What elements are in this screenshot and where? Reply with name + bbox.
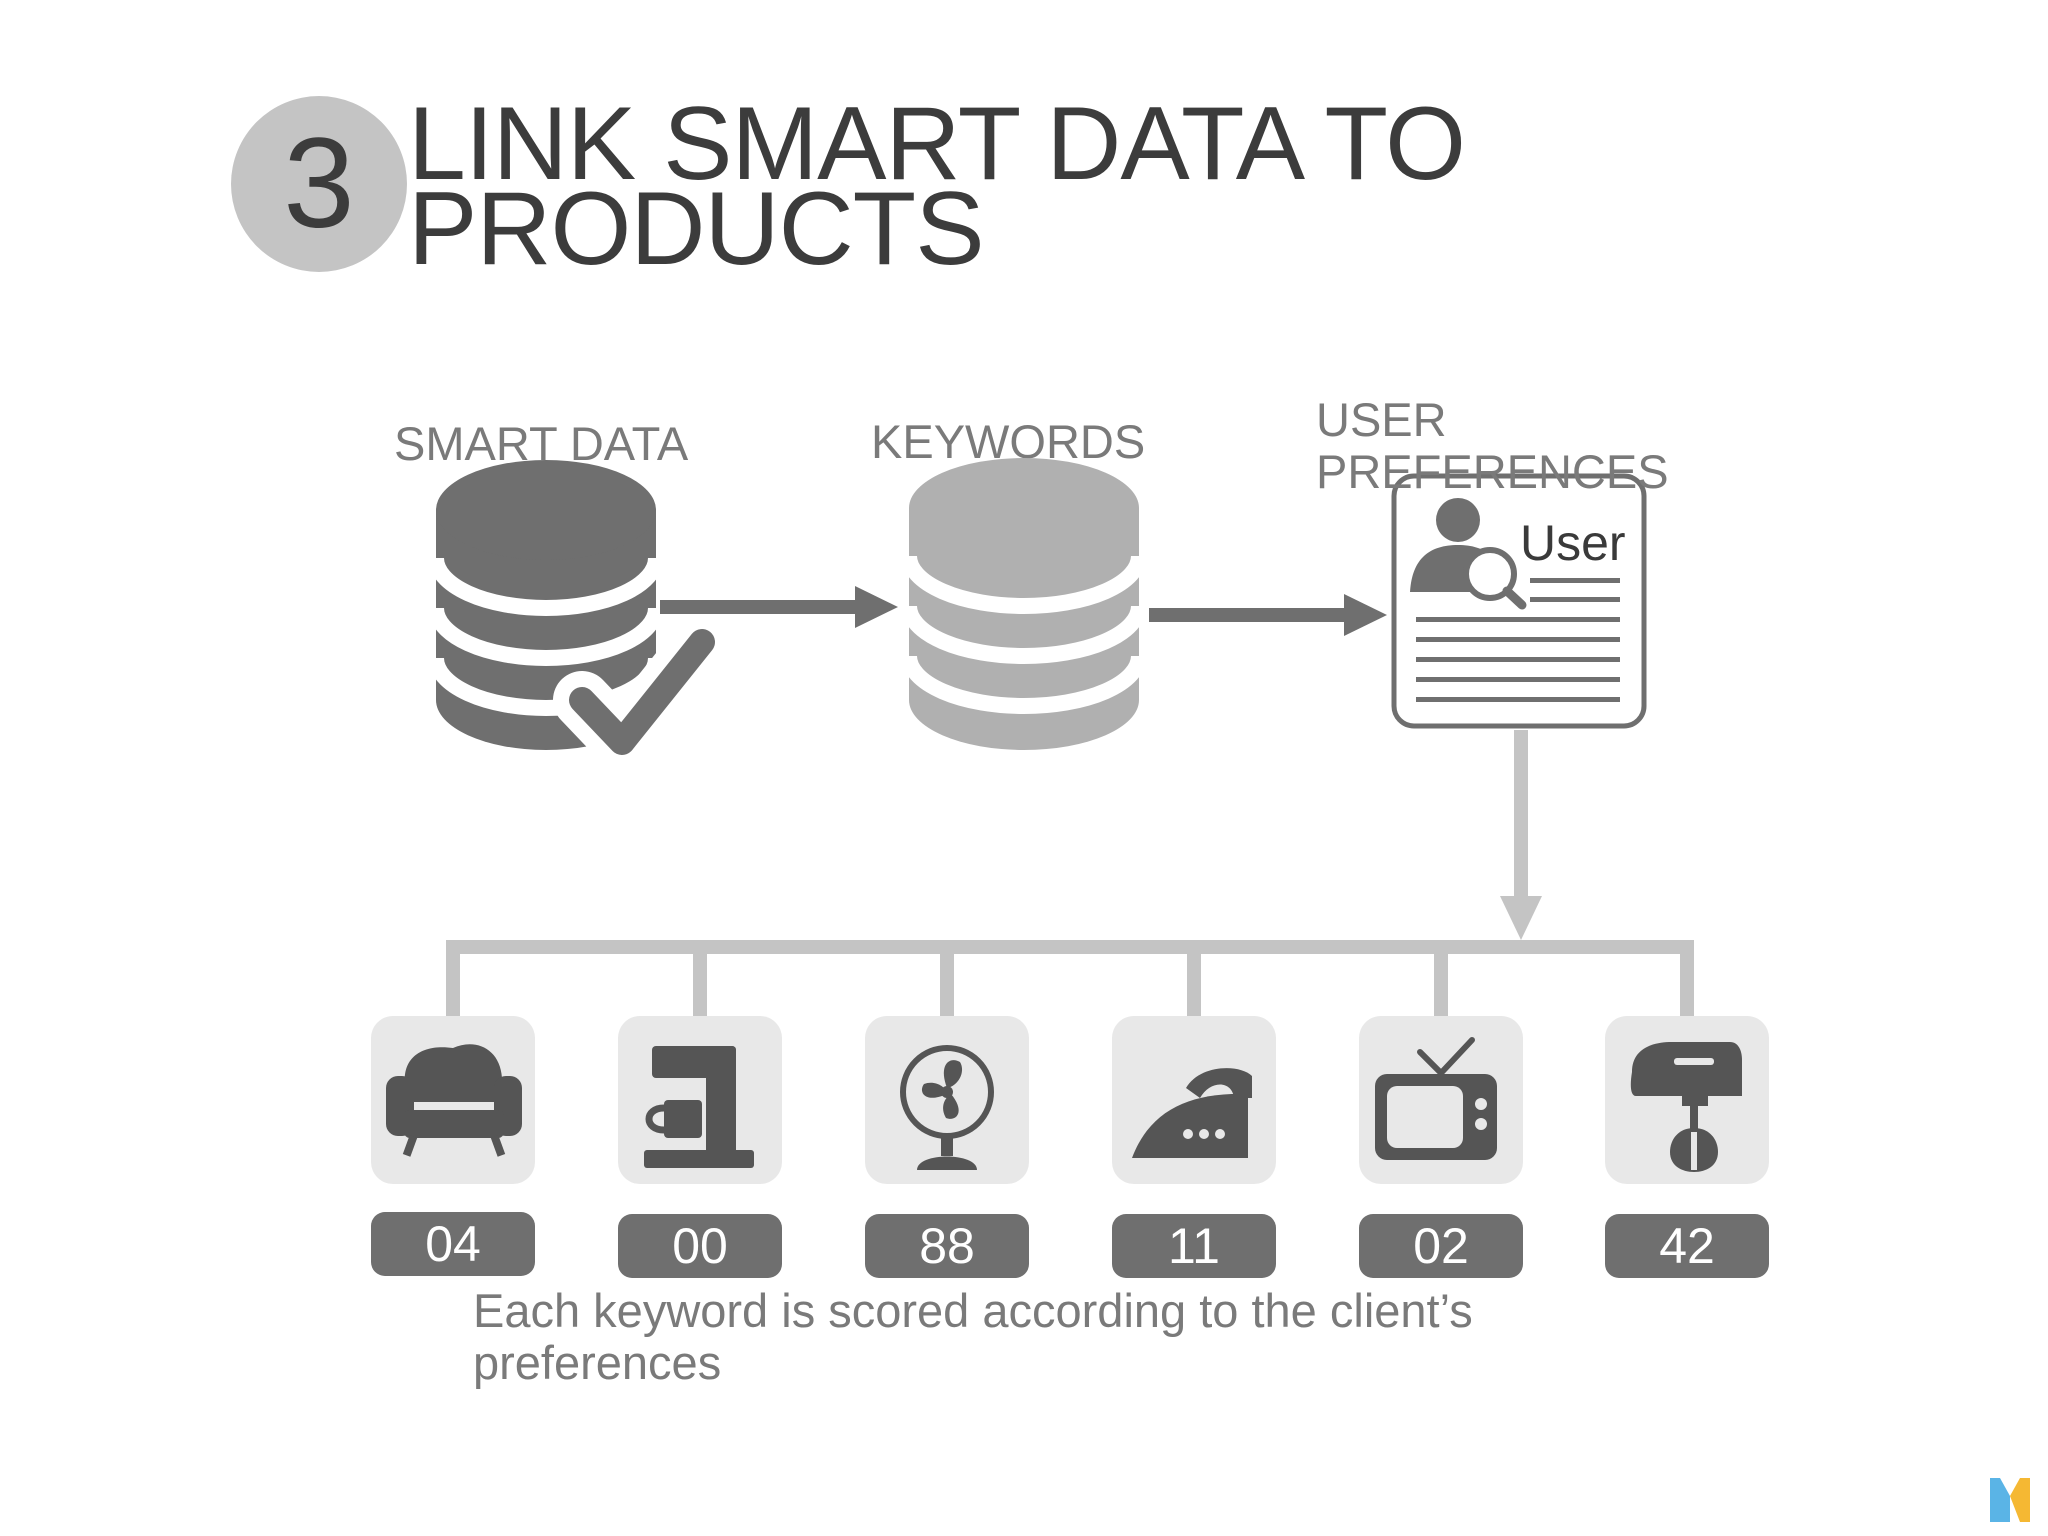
slide-title-line-2: PRODUCTS — [408, 171, 985, 287]
database-check-icon — [428, 460, 731, 771]
score-badge-armchair: 04 — [371, 1212, 535, 1276]
user-preferences-label-line-2: PREFERENCES — [1316, 445, 1669, 498]
tv-icon — [1375, 1037, 1497, 1160]
user-card-text: User — [1520, 515, 1626, 571]
caption-text: Each keyword is scored according to the … — [473, 1284, 1473, 1389]
arrow-keywords-to-user — [1149, 594, 1387, 636]
user-profile-search-icon — [1391, 473, 1647, 729]
database-icon — [901, 458, 1147, 750]
score-badge-iron: 11 — [1112, 1214, 1276, 1278]
hand-mixer-icon — [1630, 1042, 1742, 1172]
score-badge-tv: 02 — [1359, 1214, 1523, 1278]
step-number-circle — [231, 96, 407, 272]
coffee-machine-icon — [644, 1046, 754, 1168]
step-number: 3 — [283, 112, 355, 255]
score-badge-hand-mixer: 42 — [1605, 1214, 1769, 1278]
iron-icon — [1132, 1068, 1252, 1158]
slide-title-line-1: LINK SMART DATA TO — [408, 86, 1466, 202]
user-preferences-label-line-1: USER — [1316, 393, 1447, 446]
connector-tree — [446, 730, 1694, 1018]
fan-icon — [900, 1045, 994, 1170]
m-logo-icon — [1990, 1478, 2030, 1522]
arrow-smart-to-keywords — [660, 586, 898, 628]
score-badge-fan: 88 — [865, 1214, 1029, 1278]
armchair-icon — [386, 1044, 522, 1157]
score-badge-coffee-machine: 00 — [618, 1214, 782, 1278]
